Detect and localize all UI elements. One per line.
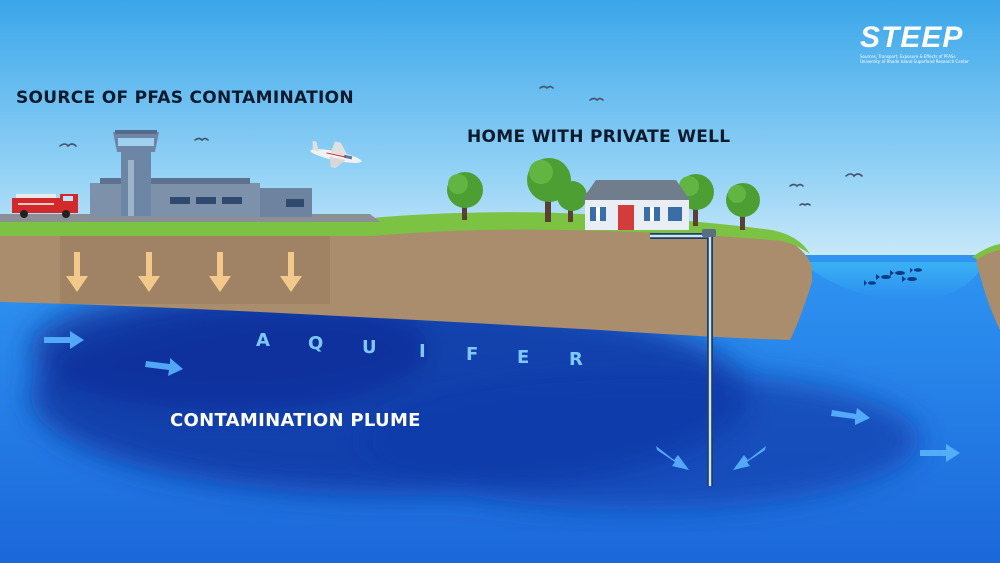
fire-truck-icon bbox=[12, 194, 78, 218]
pond bbox=[800, 262, 985, 300]
aquifer-letter: A bbox=[256, 330, 270, 351]
steep-logo: STEEP Sources, Transport, Exposure & Eff… bbox=[860, 22, 978, 68]
aquifer-letter: F bbox=[466, 344, 479, 365]
flow-arrow-icon bbox=[44, 331, 960, 470]
home-label: HOME WITH PRIVATE WELL bbox=[467, 127, 731, 147]
source-label: SOURCE OF PFAS CONTAMINATION bbox=[16, 88, 354, 108]
logo-tagline: Sources, Transport, Exposure & Effects o… bbox=[860, 54, 956, 59]
aquifer-letter: U bbox=[362, 337, 377, 358]
fish-icon bbox=[864, 268, 922, 286]
airplane-icon bbox=[310, 140, 362, 169]
aquifer-letter: I bbox=[419, 341, 426, 362]
aquifer-letter: Q bbox=[308, 333, 324, 354]
house-icon bbox=[582, 180, 690, 230]
plume-label: CONTAMINATION PLUME bbox=[170, 410, 421, 431]
right-bank bbox=[975, 246, 1000, 330]
bird-icon bbox=[59, 85, 863, 207]
logo-text: STEEP bbox=[860, 21, 964, 54]
control-tower-icon bbox=[113, 130, 159, 216]
aquifer-letter: E bbox=[517, 347, 530, 368]
seep-arrow-icon bbox=[66, 252, 302, 292]
contamination-plume bbox=[30, 290, 920, 510]
soil-layer bbox=[0, 223, 812, 340]
well-pipe-icon bbox=[650, 229, 716, 486]
aquifer-letter: R bbox=[569, 349, 583, 370]
logo-tagline-2: University of Rhode Island Superfund Res… bbox=[860, 59, 969, 64]
airport-terminal bbox=[90, 178, 312, 217]
